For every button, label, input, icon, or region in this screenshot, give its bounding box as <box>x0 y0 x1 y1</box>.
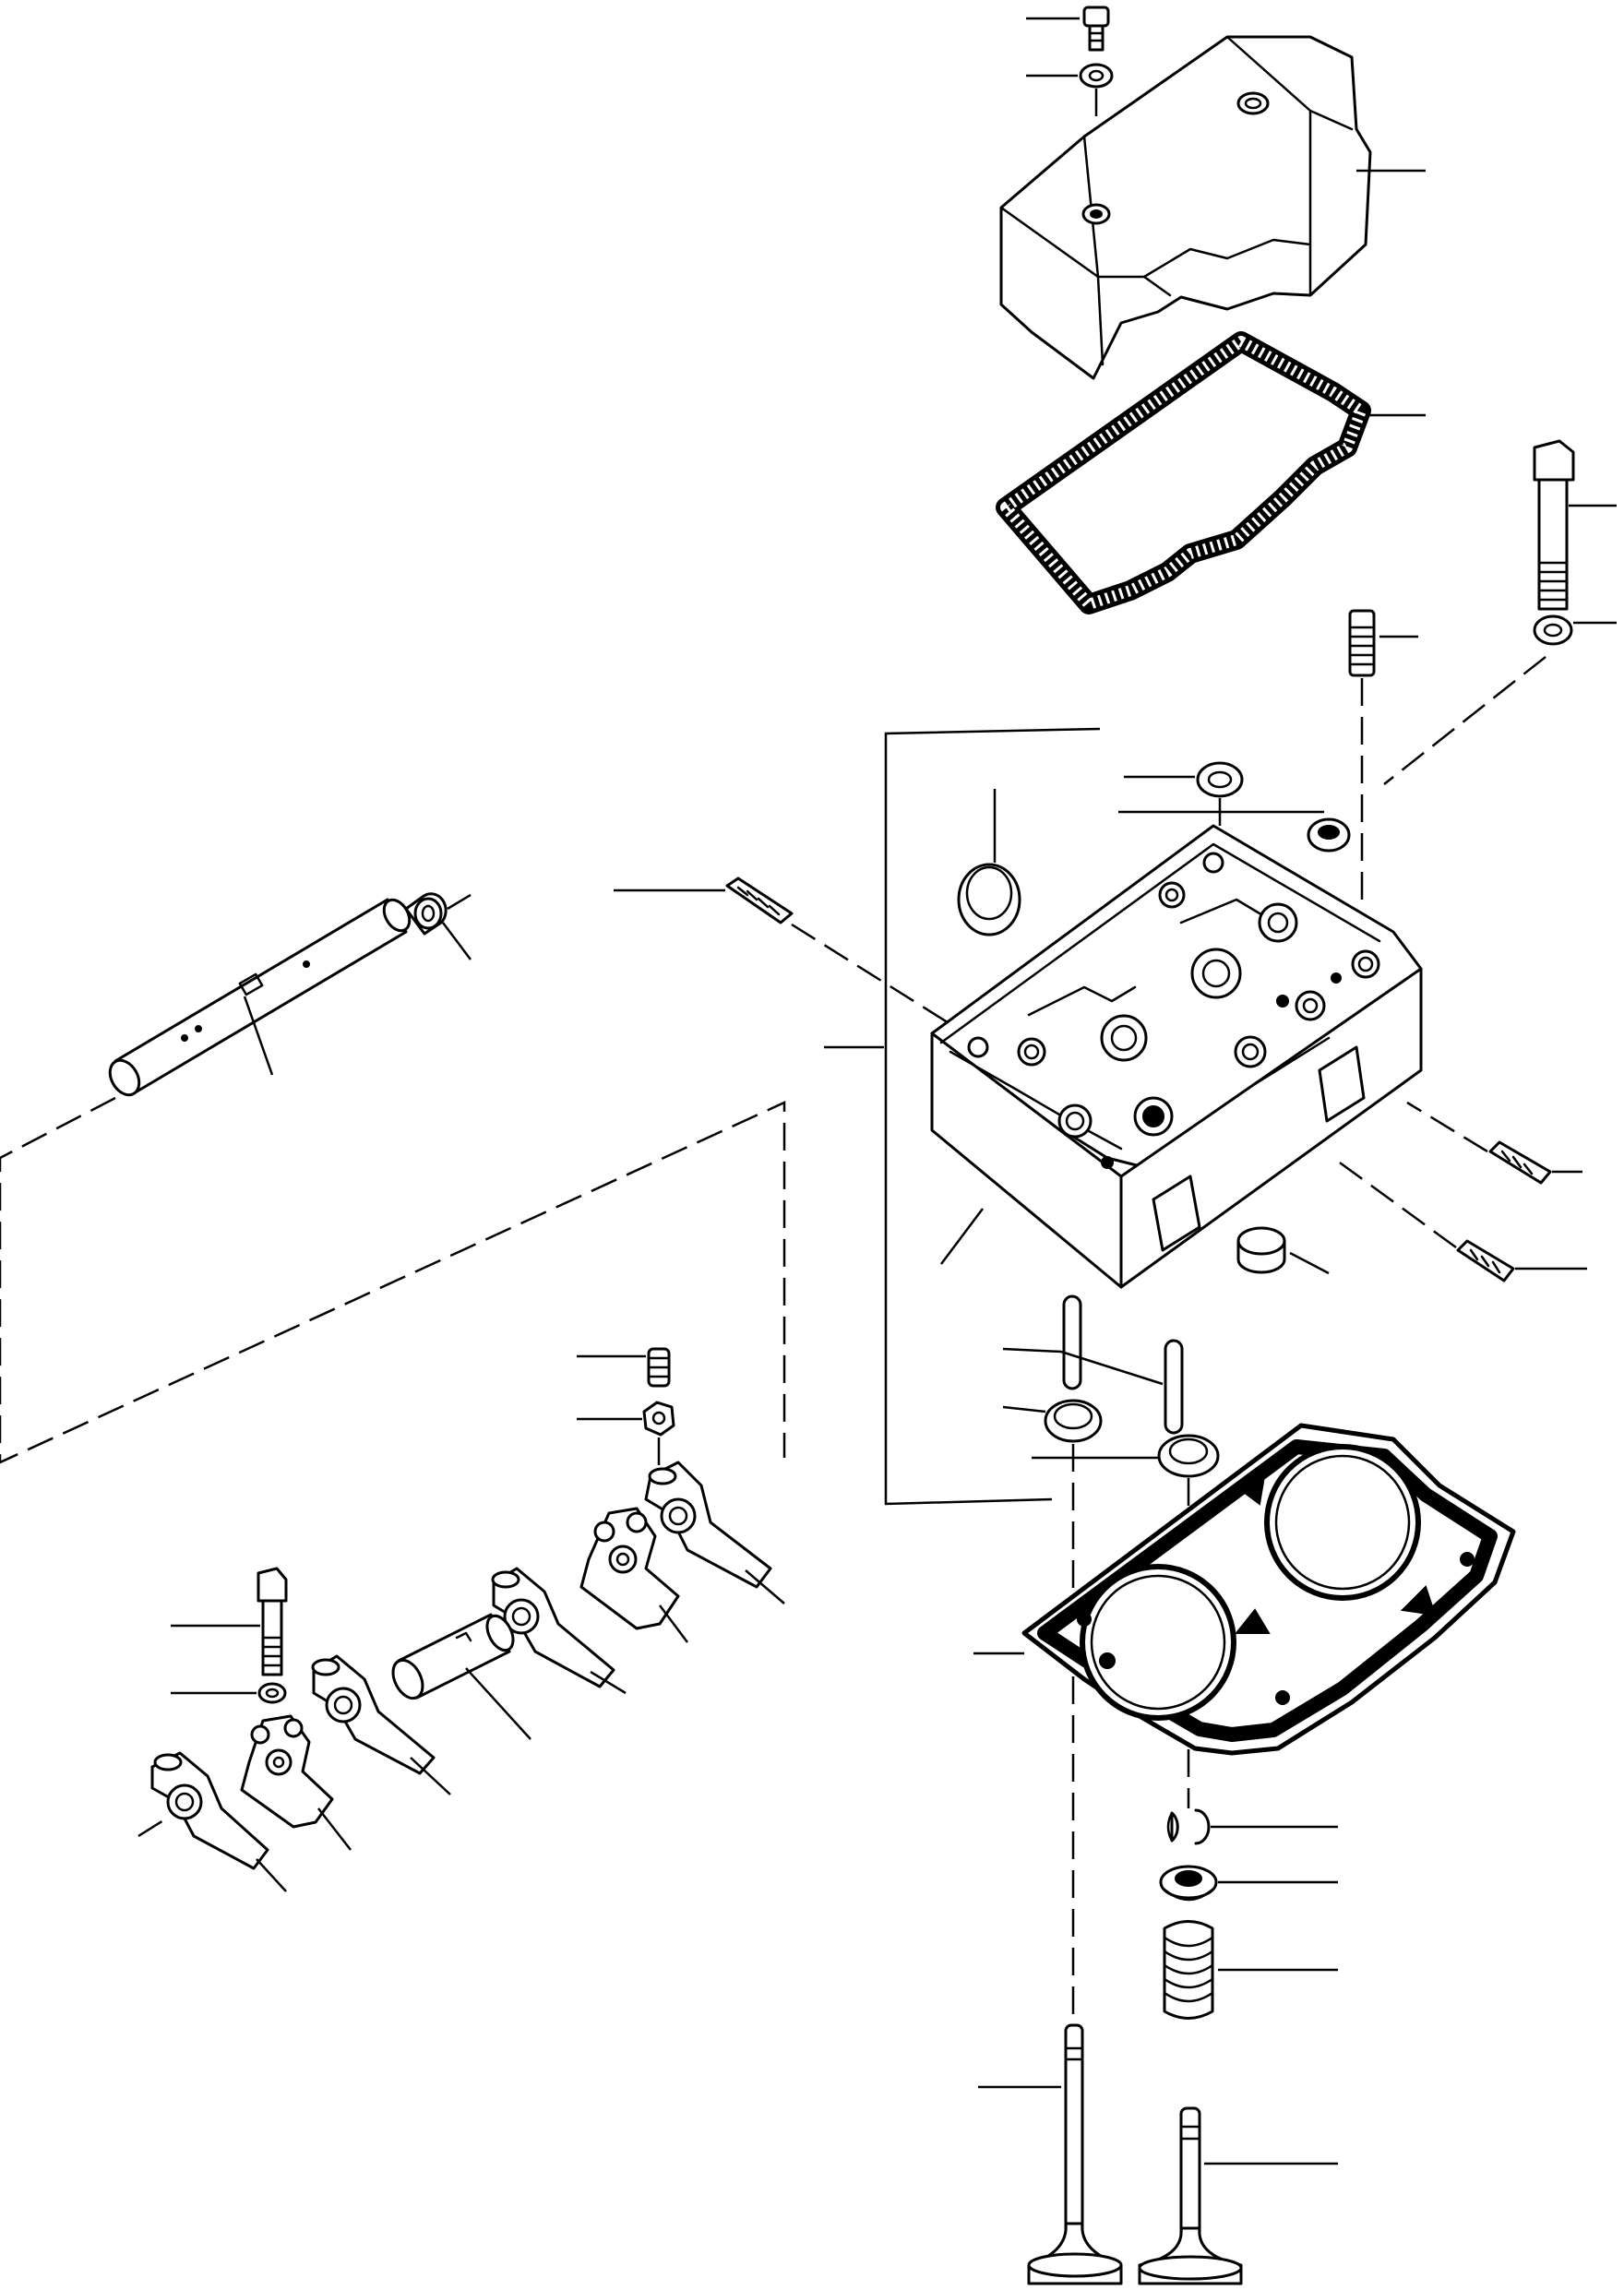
expansion-plug <box>957 789 1021 936</box>
cover-gasket <box>996 331 1426 614</box>
support-bolt <box>171 1567 288 1676</box>
stud-left <box>614 877 794 924</box>
valve-seat-b <box>1032 1434 1220 1478</box>
rocker-arm-1 <box>150 1751 287 1892</box>
seal-ring-b <box>1118 810 1351 853</box>
valve-keepers <box>1166 1808 1338 1845</box>
head-bolt-axis <box>1383 656 1546 785</box>
rocker-arm-2 <box>311 1654 451 1795</box>
head-plug <box>1236 1226 1330 1275</box>
shaft-plug <box>404 892 472 960</box>
valve-guides <box>1002 1294 1184 1435</box>
shaft-alignment-guide <box>0 1096 786 1464</box>
rocker-cover <box>999 35 1426 380</box>
head-bolt <box>1533 439 1617 611</box>
cover-bolt <box>1026 6 1110 52</box>
rocker-arm-1-axis <box>137 1816 169 1838</box>
stud-right-upper-axis <box>1406 1101 1488 1153</box>
valve-spring <box>1163 1920 1338 2020</box>
rocker-shaft <box>108 898 412 1097</box>
spring-retainer <box>1159 1865 1338 1902</box>
rocker-arm-4 <box>644 1461 785 1604</box>
head-gasket <box>973 1423 1516 1756</box>
adjusting-nut <box>577 1401 675 1437</box>
cylinder-head <box>930 824 1423 1289</box>
stud-top <box>1348 609 1418 677</box>
valve-exhaust <box>1138 2106 1338 2285</box>
assembly-bracket <box>884 727 1101 1506</box>
cover-washer <box>1026 63 1114 89</box>
valve-intake <box>978 2023 1123 2285</box>
valve-seat-a <box>1002 1399 1103 1443</box>
rocker-arm-3 <box>491 1567 627 1695</box>
shaft-spacer <box>391 1613 531 1740</box>
stud-right-lower <box>1456 1239 1587 1282</box>
rocker-support-2 <box>579 1507 688 1643</box>
support-washer <box>171 1682 287 1704</box>
stud-right-lower-axis <box>1332 1156 1457 1249</box>
stud-right-upper <box>1488 1140 1582 1185</box>
stud-left-axis <box>791 923 951 1026</box>
seal-ring-a <box>1124 761 1244 798</box>
adjusting-screw <box>577 1347 671 1388</box>
rocker-support-1 <box>240 1714 352 1851</box>
head-bolt-washer <box>1533 614 1617 646</box>
shaft-plug-axis <box>447 893 472 911</box>
